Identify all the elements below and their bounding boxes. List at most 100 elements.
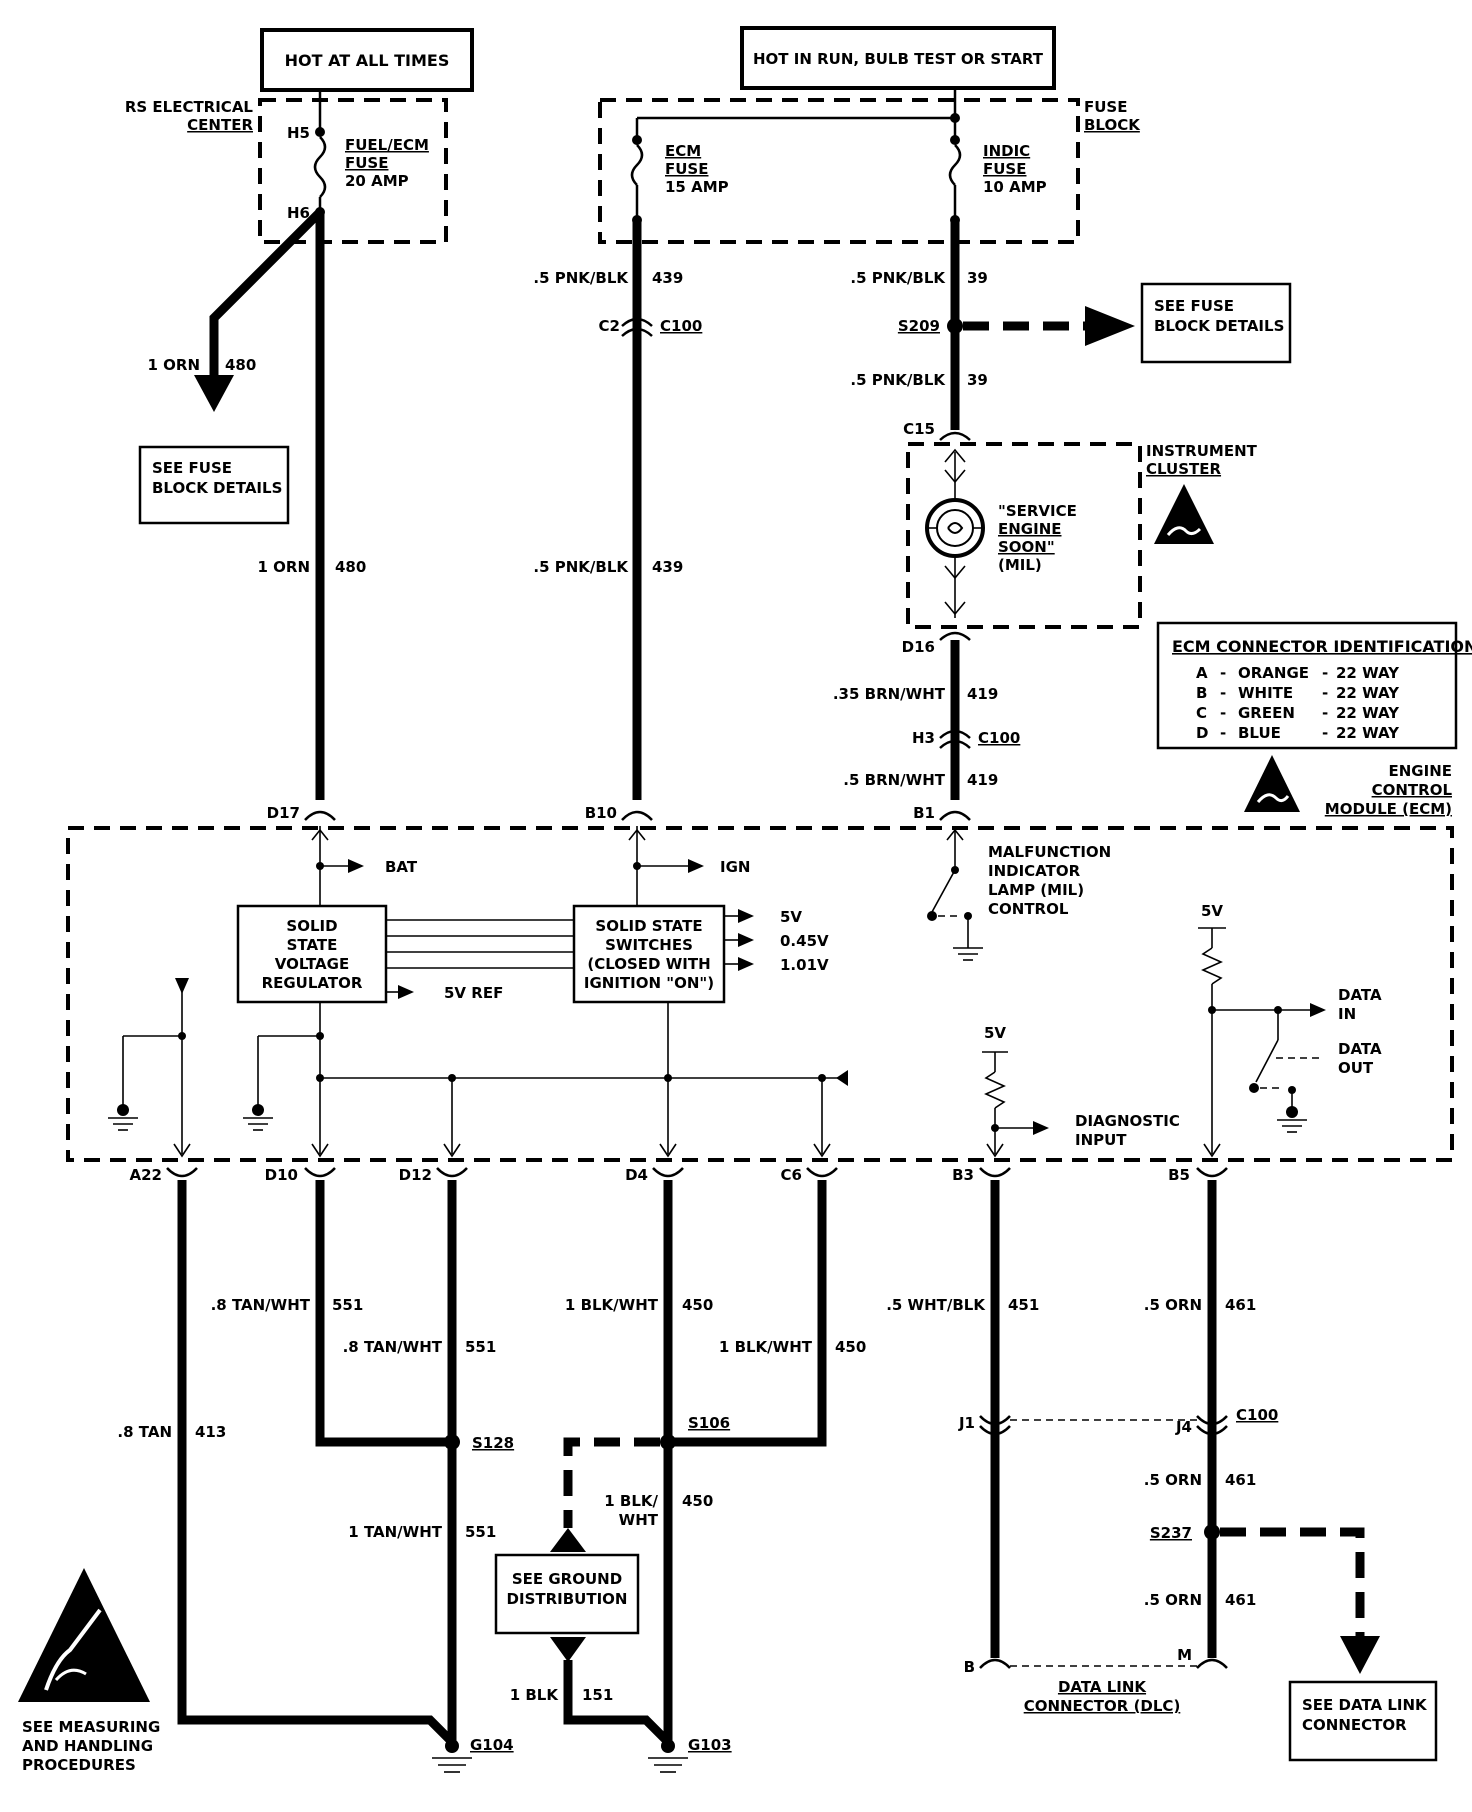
rs-electrical-center: RS ELECTRICAL CENTER H5 H6 FUEL/ECM FUSE…	[125, 90, 448, 244]
splice-s128: S128	[472, 1434, 514, 1452]
wire-461-size-c: .5 ORN	[1144, 1591, 1202, 1609]
ecm-bat-ign: BAT IGN	[311, 826, 750, 906]
ecm-id-dash: -	[1322, 704, 1328, 722]
out-101v: 1.01V	[780, 956, 829, 974]
wire-419-size-b: .5 BRN/WHT	[843, 771, 945, 789]
solid-state-voltage-regulator: SOLID STATE VOLTAGE REGULATOR 5V REF	[236, 904, 503, 1004]
wire-39-size-a: .5 PNK/BLK	[850, 269, 946, 287]
see-fuse-right-2: BLOCK DETAILS	[1154, 317, 1284, 335]
esd-icon	[1244, 755, 1300, 812]
esd-icon	[1154, 484, 1214, 544]
wire-419-num-a: 419	[967, 685, 998, 703]
wire-551-num-b: 551	[465, 1338, 496, 1356]
ecm-id-dash: -	[1220, 724, 1226, 742]
ecm-bottom-pins: A22 D10 D12 D4 C6 B3 B5	[130, 1166, 1228, 1184]
mil-control-4: CONTROL	[988, 900, 1069, 918]
conn-j4: J4	[1175, 1418, 1192, 1436]
data-in-1: DATA	[1338, 986, 1382, 1004]
conn-c2: C2	[599, 317, 620, 335]
fuse-block: FUSE BLOCK ECM FUSE 15 AMP INDIC FUSE 10…	[598, 90, 1141, 244]
ecm-fuse-label: ECM	[665, 142, 701, 160]
ecm-title: ENGINE CONTROL MODULE (ECM)	[1244, 755, 1452, 818]
fuel-ecm-fuse-label-2: FUSE	[345, 154, 388, 172]
ground-dist-1: SEE GROUND	[512, 1570, 622, 1588]
conn-d16: D16	[902, 638, 935, 656]
wire-551-num-c: 551	[465, 1523, 496, 1541]
wire-450-num-a: 450	[682, 1296, 713, 1314]
ecm-id-way-b: 22 WAY	[1336, 684, 1400, 702]
ecm-id-row: A - ORANGE - 22 WAY	[1196, 664, 1400, 682]
pin-c6: C6	[781, 1166, 802, 1184]
wire-451-num: 451	[1008, 1296, 1039, 1314]
wire-551-num-a: 551	[332, 1296, 363, 1314]
ecm-id-dash: -	[1322, 664, 1328, 682]
data-5v: 5V	[1201, 902, 1223, 920]
wire-439-size-a: .5 PNK/BLK	[533, 269, 629, 287]
pin-h5: H5	[287, 124, 310, 142]
circuit-151: 1 BLK 151	[510, 1660, 672, 1746]
cluster-title-2: CLUSTER	[1146, 460, 1221, 478]
fuse-block-title-2: BLOCK	[1084, 116, 1141, 134]
circuit-480: 1 ORN 480 1 ORN 480	[147, 208, 366, 800]
circuit-551: .8 TAN/WHT 551 .8 TAN/WHT 551 S128 1 TAN…	[211, 1180, 514, 1742]
pin-h6: H6	[287, 204, 310, 222]
wire-461-size-b: .5 ORN	[1144, 1471, 1202, 1489]
wire-480-size-b: 1 ORN	[257, 558, 310, 576]
circuit-451: .5 WHT/BLK 451 J1	[886, 1180, 1039, 1658]
bat-label: BAT	[385, 858, 418, 876]
mil-control-2: INDICATOR	[988, 862, 1081, 880]
solid-state-switches: SOLID STATE SWITCHES (CLOSED WITH IGNITI…	[572, 904, 829, 1004]
cluster-title-1: INSTRUMENT	[1146, 442, 1258, 460]
conn-c15: C15	[903, 420, 935, 438]
wire-551-size-c: 1 TAN/WHT	[348, 1523, 442, 1541]
splice-s237: S237	[1150, 1524, 1192, 1542]
wire-39-num-b: 39	[967, 371, 988, 389]
ecm-title-2: CONTROL	[1372, 781, 1453, 799]
wire-461-num-a: 461	[1225, 1296, 1256, 1314]
fuel-ecm-fuse-label: FUEL/ECM	[345, 136, 429, 154]
ecm-title-1: ENGINE	[1389, 762, 1453, 780]
splice-s209: S209	[898, 317, 940, 335]
see-ground-distribution: SEE GROUND DISTRIBUTION	[494, 1553, 640, 1662]
pin-d12: D12	[399, 1166, 432, 1184]
ecm-connector-id-table: ECM CONNECTOR IDENTIFICATION A - ORANGE …	[1156, 621, 1472, 750]
switch-label-1: SOLID STATE	[595, 917, 702, 935]
ecm-id-letter-c: C	[1196, 704, 1207, 722]
conn-h3: H3	[912, 729, 935, 747]
ecm-id-dash: -	[1322, 684, 1328, 702]
esd-icon	[18, 1568, 150, 1702]
wire-151-size: 1 BLK	[510, 1686, 560, 1704]
ground-g104-label: G104	[470, 1736, 514, 1754]
wire-151-num: 151	[582, 1686, 613, 1704]
ground-g103-label: G103	[688, 1736, 732, 1754]
ecm-id-dash: -	[1322, 724, 1328, 742]
ecm-id-color-a: ORANGE	[1238, 664, 1309, 682]
reg-label-4: REGULATOR	[262, 974, 363, 992]
switch-label-2: SWITCHES	[605, 936, 693, 954]
ecm-id-way-c: 22 WAY	[1336, 704, 1400, 722]
wire-450-size-c2: WHT	[619, 1511, 659, 1529]
dlc-label-2: CONNECTOR (DLC)	[1024, 1697, 1181, 1715]
circuit-419: D16 .35 BRN/WHT 419 H3 C100 .5 BRN/WHT 4…	[833, 631, 1020, 800]
wire-413-size: .8 TAN	[117, 1423, 172, 1441]
diag-label-2: INPUT	[1075, 1131, 1127, 1149]
wire-450-size-a: 1 BLK/WHT	[565, 1296, 659, 1314]
data-in-2: IN	[1338, 1005, 1356, 1023]
ecm-title-3: MODULE (ECM)	[1325, 800, 1452, 818]
pin-a22: A22	[130, 1166, 162, 1184]
splice-s106: S106	[688, 1414, 730, 1432]
wire-450-num-b: 450	[835, 1338, 866, 1356]
pin-b10: B10	[585, 804, 617, 822]
wire-450-size-b: 1 BLK/WHT	[719, 1338, 813, 1356]
mil-control-1: MALFUNCTION	[988, 843, 1111, 861]
see-fuse-block-details-left: SEE FUSE BLOCK DETAILS	[138, 445, 290, 525]
esd-note-2: AND HANDLING	[22, 1737, 153, 1755]
ground-g104: G104	[432, 1736, 514, 1773]
out-045v: 0.45V	[780, 932, 829, 950]
indic-fuse-label-2: FUSE	[983, 160, 1026, 178]
ecm-top-pins: D17 B10 B1	[267, 804, 971, 822]
mil-label-4: (MIL)	[998, 556, 1042, 574]
ecm-id-color-c: GREEN	[1238, 704, 1295, 722]
conn-j1: J1	[958, 1414, 975, 1432]
